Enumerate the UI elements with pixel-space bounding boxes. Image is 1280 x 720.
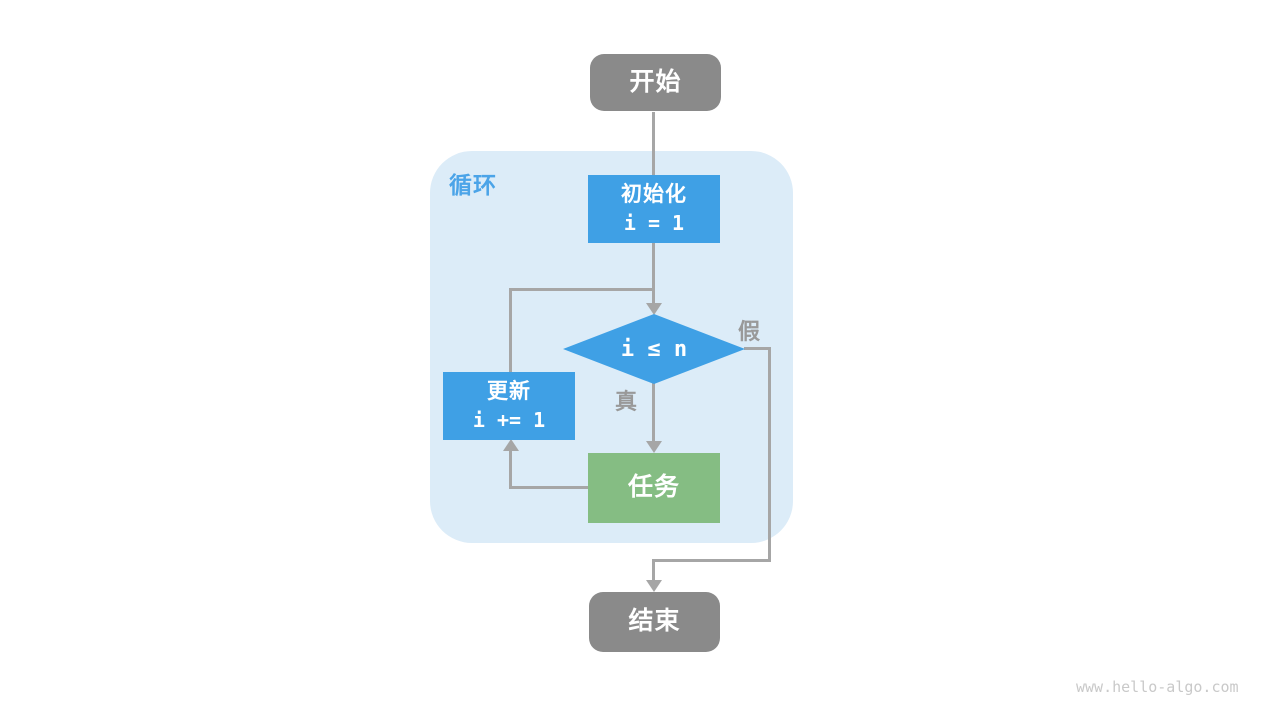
node-update-title: 更新 <box>487 380 531 404</box>
node-start-label: 开始 <box>629 67 682 96</box>
node-update-code: i += 1 <box>472 407 546 432</box>
arrowhead-into-end-icon <box>646 580 662 592</box>
edge-false-vertical <box>768 347 771 562</box>
edge-label-false: 假 <box>738 319 761 344</box>
arrowhead-into-update-icon <box>503 439 519 451</box>
node-end-label: 结束 <box>628 607 681 636</box>
loop-label: 循环 <box>449 172 497 198</box>
watermark-text: www.hello-algo.com <box>1076 678 1239 696</box>
edge-task-to-update-vertical <box>509 450 512 489</box>
edge-start-to-init <box>652 112 655 176</box>
edge-false-horizontal-bottom <box>652 559 771 562</box>
arrowhead-into-condition-icon <box>646 303 662 315</box>
edge-into-end-vertical <box>652 559 655 581</box>
node-condition-code: i ≤ n <box>620 336 688 362</box>
node-task: 任务 <box>588 453 720 523</box>
edge-update-feedback-vertical <box>509 288 512 373</box>
node-init-code: i = 1 <box>623 210 685 235</box>
arrowhead-into-task-icon <box>646 441 662 453</box>
edge-task-to-update-horizontal <box>509 486 590 489</box>
edge-false-horizontal-top <box>744 347 771 350</box>
edge-condition-to-task <box>652 382 655 442</box>
node-init: 初始化 i = 1 <box>588 175 720 243</box>
edge-init-to-condition <box>652 242 655 305</box>
node-update: 更新 i += 1 <box>443 372 575 440</box>
edge-update-feedback-horizontal <box>509 288 655 291</box>
node-end: 结束 <box>589 592 720 652</box>
node-task-label: 任务 <box>627 473 680 502</box>
edge-label-true: 真 <box>615 389 638 414</box>
node-start: 开始 <box>590 54 721 111</box>
node-init-title: 初始化 <box>621 183 687 207</box>
